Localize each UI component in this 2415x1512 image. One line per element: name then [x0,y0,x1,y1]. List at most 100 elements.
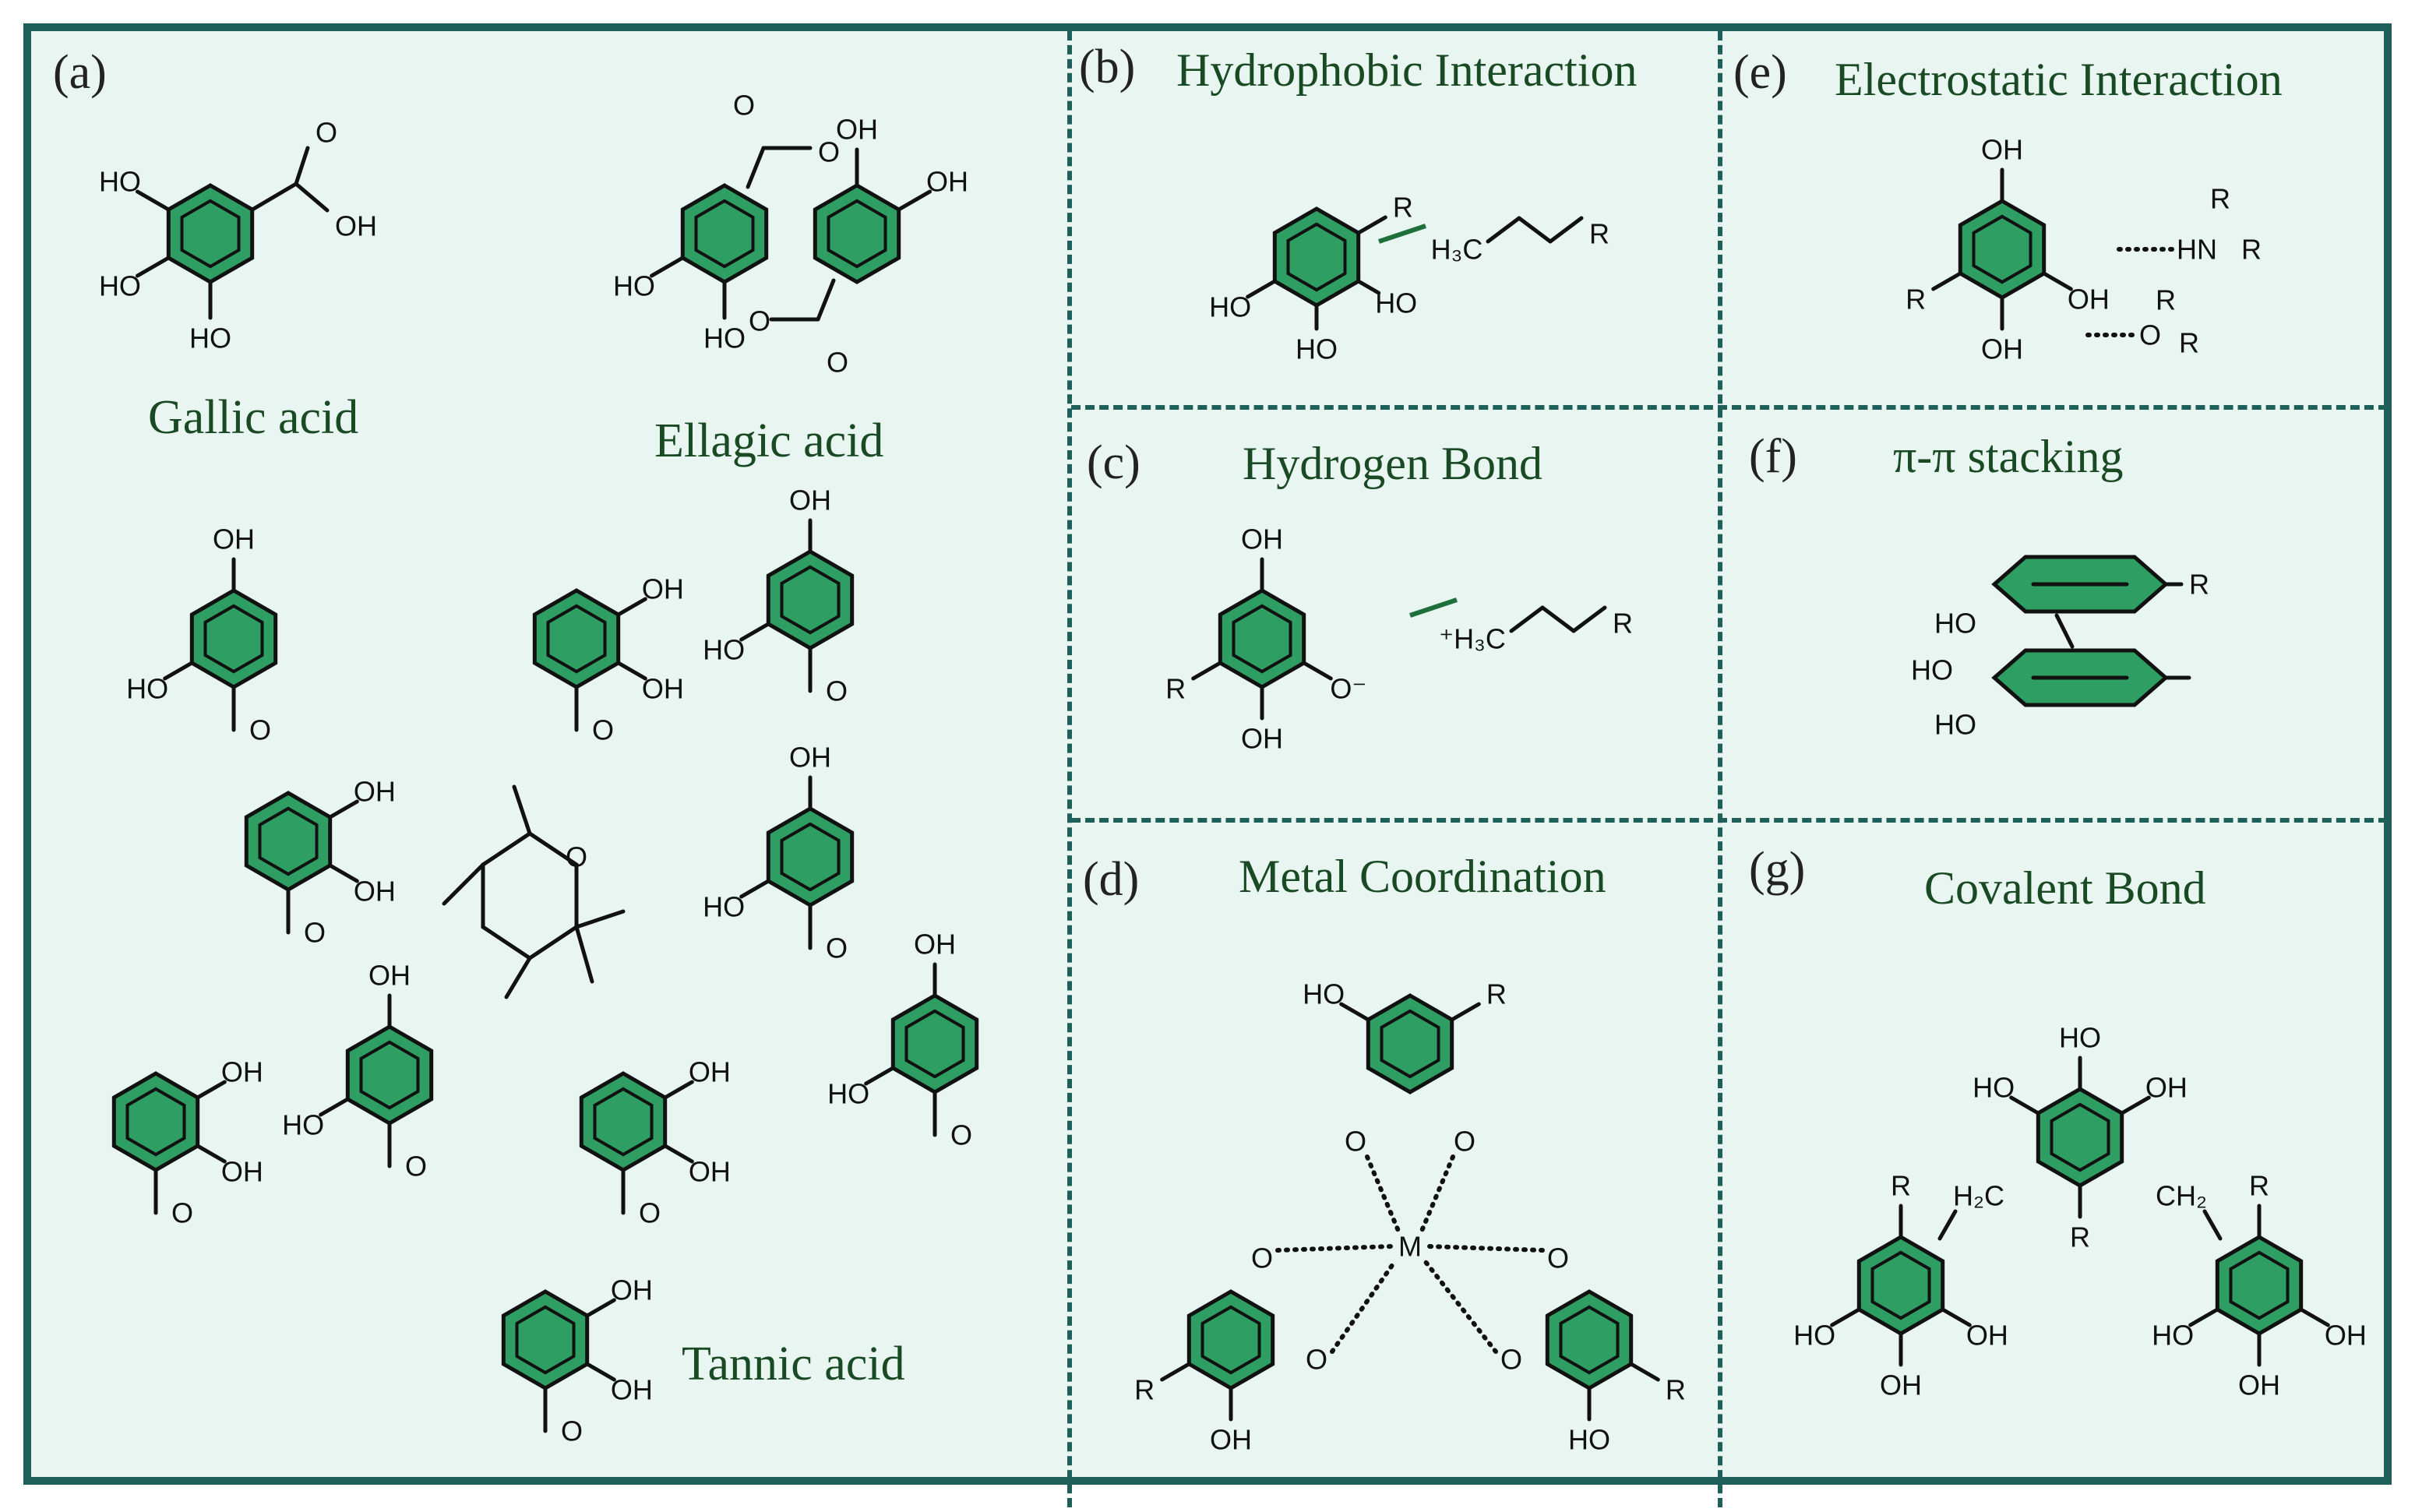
interaction-dots [1365,1154,1401,1233]
atom-label: HO [99,270,141,302]
atom-label: HO [126,673,168,705]
atom-label: HO [1303,978,1345,1010]
atom-label: OH [221,1156,263,1188]
atom-label: HO [703,891,745,923]
atom-label: O [1306,1344,1327,1376]
panel-title-d: Metal Coordination [1239,851,1606,902]
atom-label: R [2156,284,2176,316]
interaction-dots [1423,1260,1498,1354]
atom-label: O [2139,319,2161,351]
panel-label-d: (d) [1083,853,1140,906]
atom-label: OH [2145,1072,2188,1104]
carbonyl-oxygen: O [950,1119,972,1151]
carbonyl-oxygen: O [249,714,271,746]
interaction-dots [1275,1244,1393,1253]
atom-label: HO [703,322,746,354]
atom-label: OH [914,929,956,960]
carbonyl-oxygen: O [316,117,337,149]
carbonyl-oxygen: O [405,1151,427,1182]
atom-label: HO [282,1109,324,1141]
atom-label: OH [789,742,831,774]
atom-label: O [1454,1126,1475,1158]
atom-label: OH [689,1056,731,1088]
atom-label: OH [611,1274,653,1306]
interaction-arrow [1378,224,1426,244]
atom-label: R [1589,218,1609,250]
panel-label-c: (c) [1087,436,1141,489]
atom-label: O⁻ [1330,673,1366,705]
atom-label: O [1251,1242,1273,1274]
atom-label: OH [2238,1369,2280,1401]
atom-label: OH [1981,333,2023,365]
atom-label: OH [689,1156,731,1188]
atom-label: OH [642,573,684,605]
atom-label: OH [354,776,396,808]
carbonyl-oxygen: O [733,90,755,122]
atom-label: O [1345,1126,1366,1158]
atom-label: OH [1210,1424,1252,1456]
methyl-label: H₃C [1431,234,1483,266]
glucose-ring-oxygen: O [566,841,587,873]
panel-title-g: Covalent Bond [1924,862,2206,914]
atom-label: OH [2325,1320,2367,1352]
atom-label: OH [836,114,878,146]
carbonyl-oxygen: O [826,675,848,707]
atom-label: OH [1241,523,1283,555]
atom-label: OH [354,876,396,908]
atom-label: OH [213,523,255,555]
carbonyl-oxygen: O [304,917,326,949]
atom-label: R [1613,608,1633,640]
metal-center: M [1398,1231,1422,1263]
panel-label-b: (b) [1079,41,1136,93]
atom-label: OH [642,673,684,705]
atom-label: R [2070,1221,2090,1253]
atom-label: OH [2068,284,2110,315]
atom-label: O [1547,1242,1569,1274]
atom-label: HO [827,1078,869,1110]
atom-label: R [1165,673,1186,705]
atom-label: R [2249,1170,2269,1202]
panel-title-e: Electrostatic Interaction [1835,54,2283,105]
panel-label-e: (e) [1733,46,1787,99]
ellagic-acid-name: Ellagic acid [654,414,884,467]
atom-label: HO [703,634,745,666]
atom-label: HO [1911,654,1953,686]
divider-cd [1071,818,2388,823]
atom-label: HO [1568,1424,1610,1456]
atom-label: OH [1880,1369,1922,1401]
ring-oxygen: O [818,136,840,168]
divider-bc [1071,405,2388,410]
atom-label: OH [1966,1320,2008,1352]
atom-label: O [1500,1344,1522,1376]
atom-label: OH [1241,723,1283,755]
atom-label: R [1486,978,1507,1010]
atom-label: OH [368,960,411,992]
panel-label-a: (a) [53,46,107,99]
atom-label: R [1134,1374,1155,1406]
panel-label-g: (g) [1749,843,1806,896]
atom-label: R [1891,1170,1911,1202]
atom-label: HO [613,270,655,302]
atom-label: R [2179,327,2199,359]
carbonyl-oxygen: O [171,1197,193,1229]
carbonyl-oxygen: O [827,347,848,379]
panel-label-f: (f) [1749,430,1797,483]
divider-middle [1718,31,1722,1507]
methylene-right: CH₂ [2156,1180,2207,1212]
atom-label: R [1666,1374,1686,1406]
atom-label: HO [2152,1320,2194,1352]
atom-label: R [2241,234,2262,266]
gallic-acid-name: Gallic acid [148,391,359,444]
atom-label: OH [221,1056,263,1088]
divider-a-right [1067,31,1072,1507]
atom-label: OH [926,166,968,198]
carbonyl-oxygen: O [561,1415,583,1447]
atom-label: R [2210,183,2230,215]
atom-label: OH [335,210,377,242]
interaction-arrow [1409,597,1458,618]
atom-label: OH [611,1374,653,1406]
atom-label: HO [189,322,231,354]
methylene-left: H₂C [1953,1180,2004,1212]
atom-label: HO [1973,1072,2015,1104]
